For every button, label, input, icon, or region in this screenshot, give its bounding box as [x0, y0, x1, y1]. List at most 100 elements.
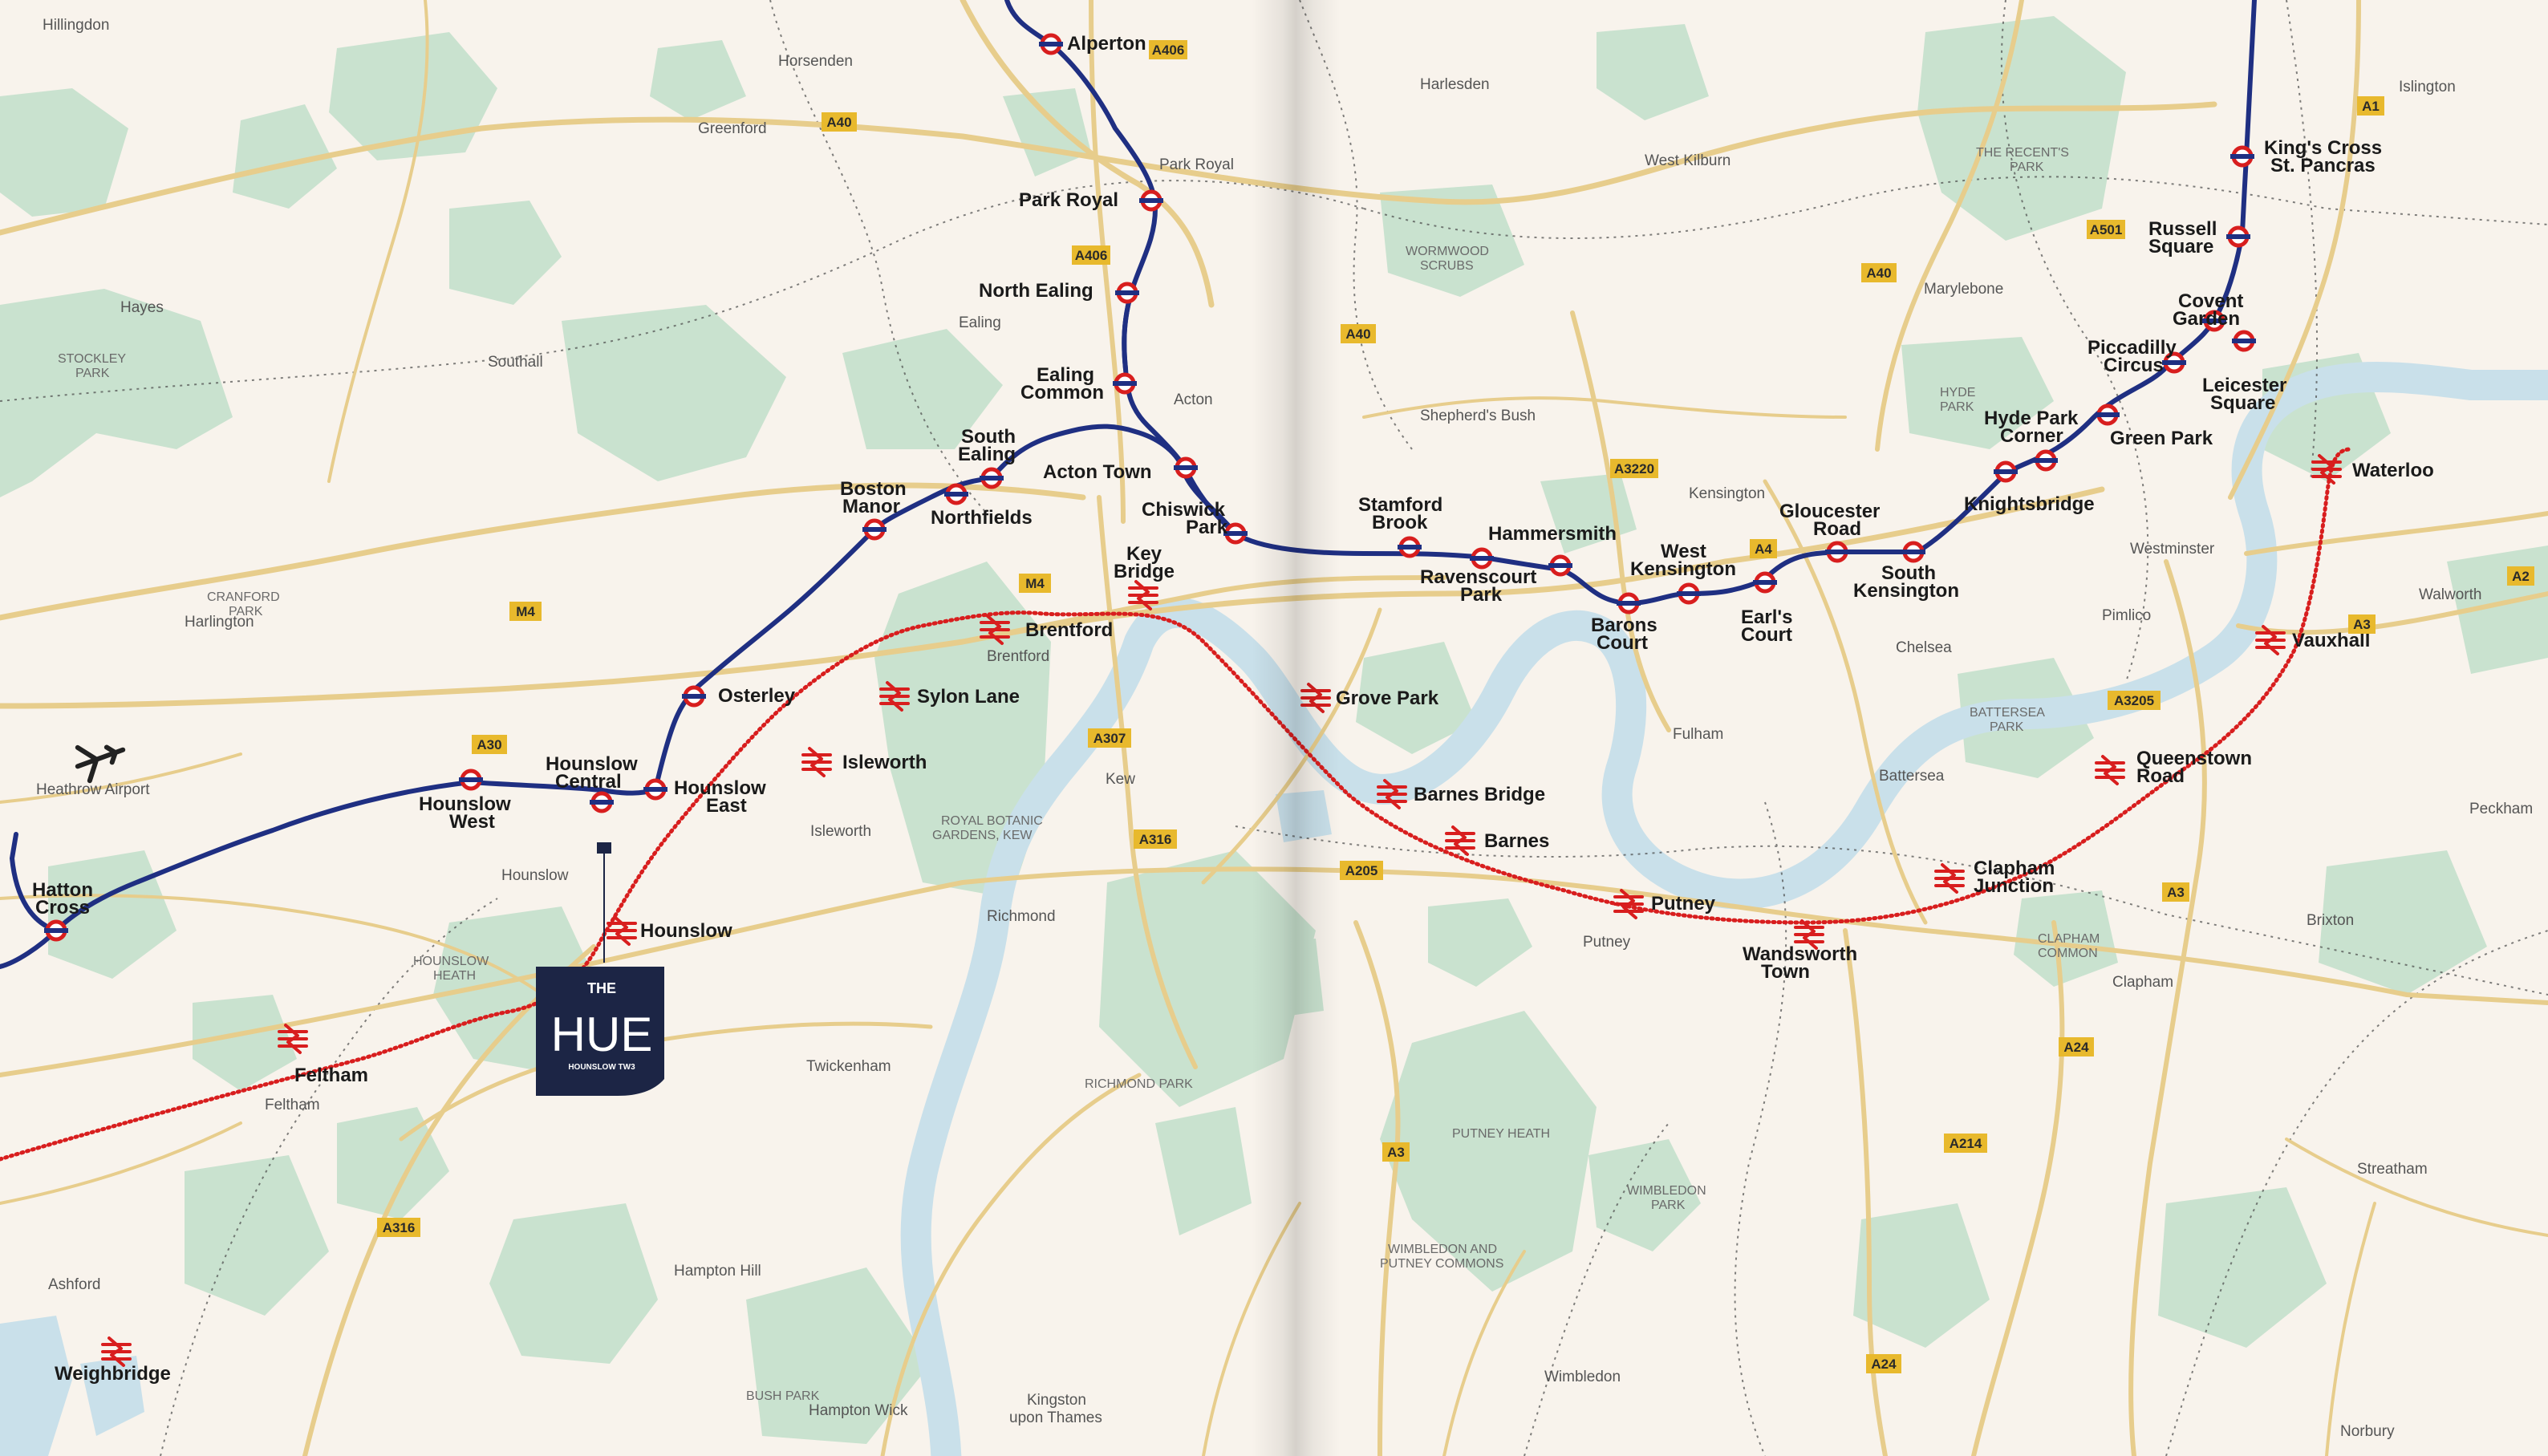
label-waterloo: Waterloo: [2352, 460, 2434, 481]
label-isleworth: Isleworth: [842, 752, 927, 773]
road-label: A40: [826, 115, 851, 130]
label-sylon-lane: Sylon Lane: [917, 686, 1020, 708]
airplane-icon: [75, 744, 126, 784]
park-label: RICHMOND PARK: [1085, 1077, 1193, 1091]
place-label: Fulham: [1673, 726, 1723, 743]
road-label: A2: [2512, 569, 2530, 584]
road-label: A406: [1152, 43, 1185, 58]
label-park-royal: Park Royal: [1019, 189, 1118, 211]
road-label: A1: [2362, 99, 2380, 114]
road-label: A501: [2090, 222, 2123, 237]
place-label: Marylebone: [1924, 281, 2003, 298]
place-label: Harlesden: [1420, 76, 1490, 93]
place-label: Feltham: [265, 1097, 320, 1113]
label-osterley: Osterley: [718, 685, 796, 707]
place-label: Isleworth: [810, 823, 871, 840]
place-label: Greenford: [698, 120, 767, 137]
road-label: A214: [1950, 1136, 1982, 1151]
label-northfields: Northfields: [931, 507, 1033, 529]
place-label: Harlington: [185, 614, 254, 631]
place-label: Acton: [1174, 391, 1213, 408]
place-label: Wimbledon: [1544, 1369, 1621, 1385]
road-label: A316: [383, 1220, 416, 1235]
label-alperton: Alperton: [1067, 33, 1146, 55]
rail-station-labels: Hounslow Feltham Isleworth Sylon Lane Br…: [55, 460, 2434, 1385]
logo-the: THE: [587, 980, 616, 996]
place-label: Westminster: [2130, 541, 2215, 558]
the-hue-logo: THE HUE HOUNSLOW TW3: [536, 967, 664, 1096]
road-label: A316: [1139, 832, 1172, 847]
label-knightsbridge: Knightsbridge: [1964, 493, 2095, 515]
place-label: Chelsea: [1896, 639, 1952, 656]
place-label: West Kilburn: [1645, 152, 1730, 169]
place-label: Southall: [488, 354, 543, 371]
location-pin-icon: [597, 842, 611, 963]
place-label: Hillingdon: [43, 17, 109, 34]
place-label: Park Royal: [1159, 156, 1234, 173]
place-label: Shepherd's Bush: [1420, 408, 1536, 424]
road-label: A3: [1387, 1145, 1405, 1160]
place-label: Kew: [1106, 771, 1135, 788]
place-label: Hounslow: [501, 867, 569, 884]
place-label: Walworth: [2419, 586, 2481, 603]
road-label: M4: [1025, 576, 1045, 591]
label-hammersmith: Hammersmith: [1488, 523, 1617, 545]
place-label: Twickenham: [806, 1058, 891, 1075]
road-label: A307: [1093, 731, 1126, 746]
road-label: A4: [1755, 541, 1772, 557]
road-label: A24: [1871, 1357, 1897, 1372]
label-brentford: Brentford: [1025, 619, 1113, 641]
park-label: PUTNEY HEATH: [1452, 1127, 1550, 1141]
road-label: A40: [1866, 266, 1891, 281]
place-label: Hayes: [120, 299, 164, 316]
place-label: Hampton Wick: [809, 1402, 908, 1419]
label-feltham: Feltham: [294, 1065, 368, 1086]
road-label: A406: [1075, 248, 1108, 263]
road-label: A3: [2353, 617, 2371, 632]
park-label: BUSH PARK: [746, 1389, 820, 1403]
label-north-ealing: North Ealing: [979, 280, 1093, 302]
label-hounslow-rail: Hounslow: [640, 920, 732, 942]
label-barnes-bridge: Barnes Bridge: [1414, 784, 1545, 805]
label-grove-park: Grove Park: [1336, 687, 1439, 709]
road-label: A3: [2167, 885, 2185, 900]
place-label: Ealing: [959, 314, 1001, 331]
place-label: Norbury: [2340, 1423, 2395, 1440]
road-label: A3205: [2114, 693, 2154, 708]
road-label: A3220: [1614, 461, 1654, 477]
place-label: Putney: [1583, 934, 1631, 951]
place-label: Pimlico: [2102, 607, 2151, 624]
logo-sub: HOUNSLOW TW3: [568, 1063, 635, 1072]
place-label: Kensington: [1689, 485, 1765, 502]
road-label: M4: [516, 604, 535, 619]
water-bodies: [0, 790, 1332, 1456]
place-label: Richmond: [987, 908, 1056, 925]
place-label: Clapham: [2112, 974, 2173, 991]
place-label: Peckham: [2469, 801, 2533, 817]
label-barnes: Barnes: [1484, 830, 1549, 852]
label-weighbridge: Weighbridge: [55, 1363, 171, 1385]
